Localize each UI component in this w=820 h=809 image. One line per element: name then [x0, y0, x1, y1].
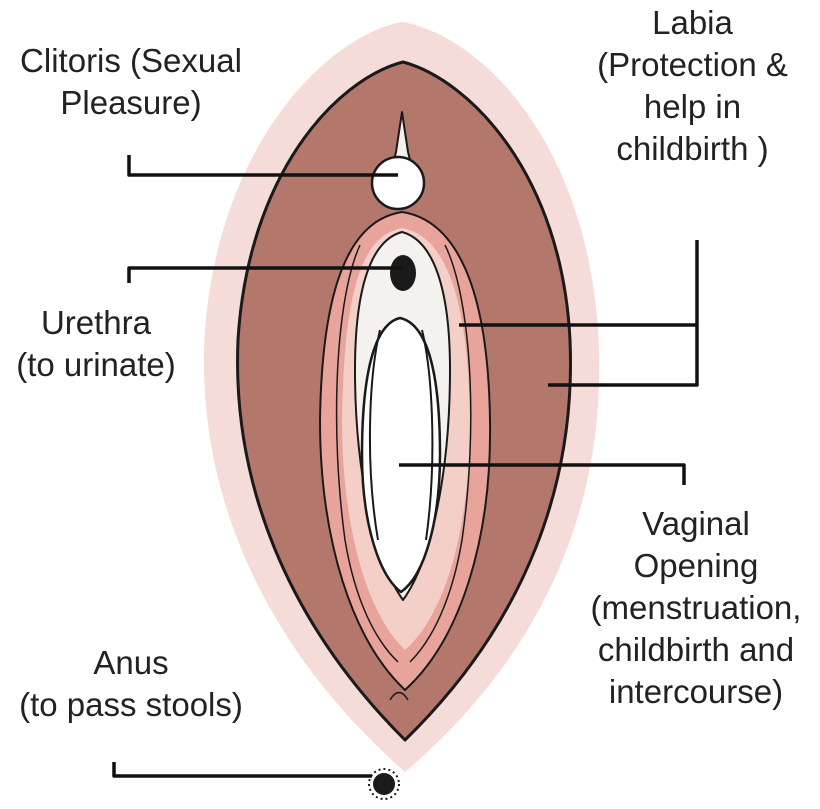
vaginal-opening-label-line: childbirth and — [572, 629, 820, 671]
clitoris-label-line: Pleasure) — [0, 82, 262, 124]
urethra-label: Urethra (to urinate) — [0, 302, 192, 386]
vaginal-opening-label-line: intercourse) — [572, 671, 820, 713]
vaginal-opening-label-line: Opening — [572, 545, 820, 587]
urethra-label-line: (to urinate) — [0, 344, 192, 386]
anus-shape — [373, 773, 395, 795]
urethra-label-line: Urethra — [0, 302, 192, 344]
vulva-drawing — [204, 22, 599, 799]
labia-label: Labia (Protection & help in childbirth ) — [565, 2, 820, 170]
labia-label-line: childbirth ) — [565, 128, 820, 170]
anus-label-line: (to pass stools) — [0, 684, 262, 726]
vaginal-opening-label: Vaginal Opening (menstruation, childbirt… — [572, 503, 820, 713]
vaginal-opening-label-line: Vaginal — [572, 503, 820, 545]
labia-label-line: help in — [565, 86, 820, 128]
anus-label: Anus (to pass stools) — [0, 642, 262, 726]
urethra-opening — [390, 255, 416, 291]
clitoris-shape — [372, 157, 424, 209]
clitoris-label-line: Clitoris (Sexual — [0, 40, 262, 82]
anus-leader — [114, 762, 372, 776]
vaginal-opening-label-line: (menstruation, — [572, 587, 820, 629]
labia-label-line: Labia — [565, 2, 820, 44]
clitoris-label: Clitoris (Sexual Pleasure) — [0, 40, 262, 124]
labia-label-line: (Protection & — [565, 44, 820, 86]
anus-label-line: Anus — [0, 642, 262, 684]
